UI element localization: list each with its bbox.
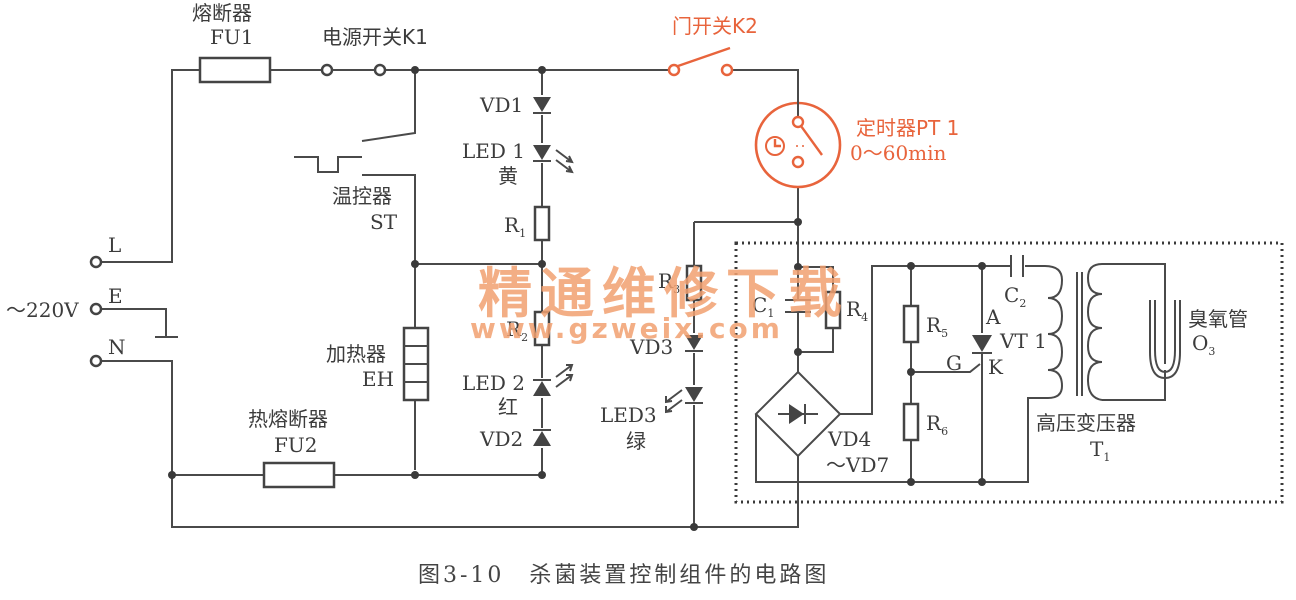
scr-anode-label: A xyxy=(985,305,1001,329)
r5-label: R5 xyxy=(926,313,948,340)
ozone-name-label: 臭氧管 xyxy=(1188,307,1248,331)
vd2-label: VD2 xyxy=(479,427,523,451)
c2-label: C2 xyxy=(1004,283,1026,310)
figure-caption: 图3-10 杀菌装置控制组件的电路图 xyxy=(418,563,829,588)
fuse-fu1 xyxy=(198,56,272,84)
resistor-r3 xyxy=(685,264,703,302)
vd1-label: VD1 xyxy=(479,93,523,117)
st-id-label: ST xyxy=(370,210,398,234)
bridge-rectifier xyxy=(754,370,842,458)
r4-label: R4 xyxy=(846,297,868,324)
terminal-e-label: E xyxy=(108,284,123,308)
transformer-id-label: T1 xyxy=(1090,437,1110,464)
capacitor-c2 xyxy=(1010,255,1024,277)
ozone-id-label: O3 xyxy=(1192,331,1215,358)
bridge-label-2: ～VD7 xyxy=(826,453,889,477)
st-name-label: 温控器 xyxy=(332,184,392,208)
led2-color-label: 红 xyxy=(498,395,518,419)
timer-label: 定时器PT 1 xyxy=(856,116,959,140)
diode-vd3 xyxy=(685,335,703,352)
power-switch-k1 xyxy=(320,63,387,77)
bridge-label-1: VD4 xyxy=(827,427,871,451)
r2-label: R2 xyxy=(506,317,528,344)
timer-pt1 xyxy=(754,70,842,189)
r3-label: R3 xyxy=(658,269,680,296)
terminal-l xyxy=(89,255,103,269)
terminal-n xyxy=(89,354,103,368)
terminal-l-label: L xyxy=(108,233,121,257)
fu2-id-label: FU2 xyxy=(274,433,317,457)
scr-gate-label: G xyxy=(946,351,962,375)
resistor-r4 xyxy=(824,290,842,330)
scr-cathode-label: K xyxy=(988,355,1004,379)
watermark-url: www.gzweix.com xyxy=(470,312,783,345)
thyristor-vt1 xyxy=(972,335,992,354)
heater-eh xyxy=(402,326,430,402)
led2-label: LED 2 xyxy=(462,371,525,395)
led1-yellow xyxy=(533,145,574,174)
led3-green xyxy=(665,387,703,414)
fu1-id-label: FU1 xyxy=(210,25,253,49)
thermostat-st xyxy=(294,156,362,173)
resistor-r6 xyxy=(902,402,920,442)
diode-vd2 xyxy=(533,429,551,446)
watermark-title: 精通维修下载 xyxy=(478,262,850,325)
junctions xyxy=(168,66,986,531)
scr-id-label: VT 1 xyxy=(999,329,1047,353)
r6-label: R6 xyxy=(926,411,948,438)
supply-voltage-label: ～220V xyxy=(6,298,79,322)
terminal-e xyxy=(89,302,103,316)
resistor-r2 xyxy=(533,310,551,347)
heater-name-label: 加热器 xyxy=(326,342,386,366)
led3-label: LED3 xyxy=(600,403,657,427)
r1-label: R1 xyxy=(504,213,526,240)
k1-label: 电源开关K1 xyxy=(322,25,428,49)
transformer-t1 xyxy=(1044,263,1103,401)
resistor-r1 xyxy=(533,205,551,242)
terminal-n-label: N xyxy=(108,335,126,359)
c1-label: C1 xyxy=(752,293,774,320)
capacitor-c1 xyxy=(785,299,811,313)
timer-range-label: 0～60min xyxy=(850,141,947,165)
door-switch-k2 xyxy=(667,46,734,77)
transformer-name-label: 高压变压器 xyxy=(1036,411,1136,435)
fuse-fu2 xyxy=(262,461,336,489)
power-terminals xyxy=(89,255,103,368)
heater-id-label: EH xyxy=(362,367,394,391)
led1-color-label: 黄 xyxy=(498,164,518,188)
led3-color-label: 绿 xyxy=(626,429,646,453)
led2-red xyxy=(533,364,574,396)
fu1-name-label: 熔断器 xyxy=(192,1,252,25)
ozone-tube xyxy=(1149,290,1181,380)
k2-label: 门开关K2 xyxy=(672,14,758,38)
led1-label: LED 1 xyxy=(462,139,525,163)
fu2-name-label: 热熔断器 xyxy=(248,407,328,431)
resistor-r5 xyxy=(902,304,920,344)
wires xyxy=(100,69,1166,528)
diode-vd1 xyxy=(533,97,551,114)
vd3-label: VD3 xyxy=(629,335,673,359)
